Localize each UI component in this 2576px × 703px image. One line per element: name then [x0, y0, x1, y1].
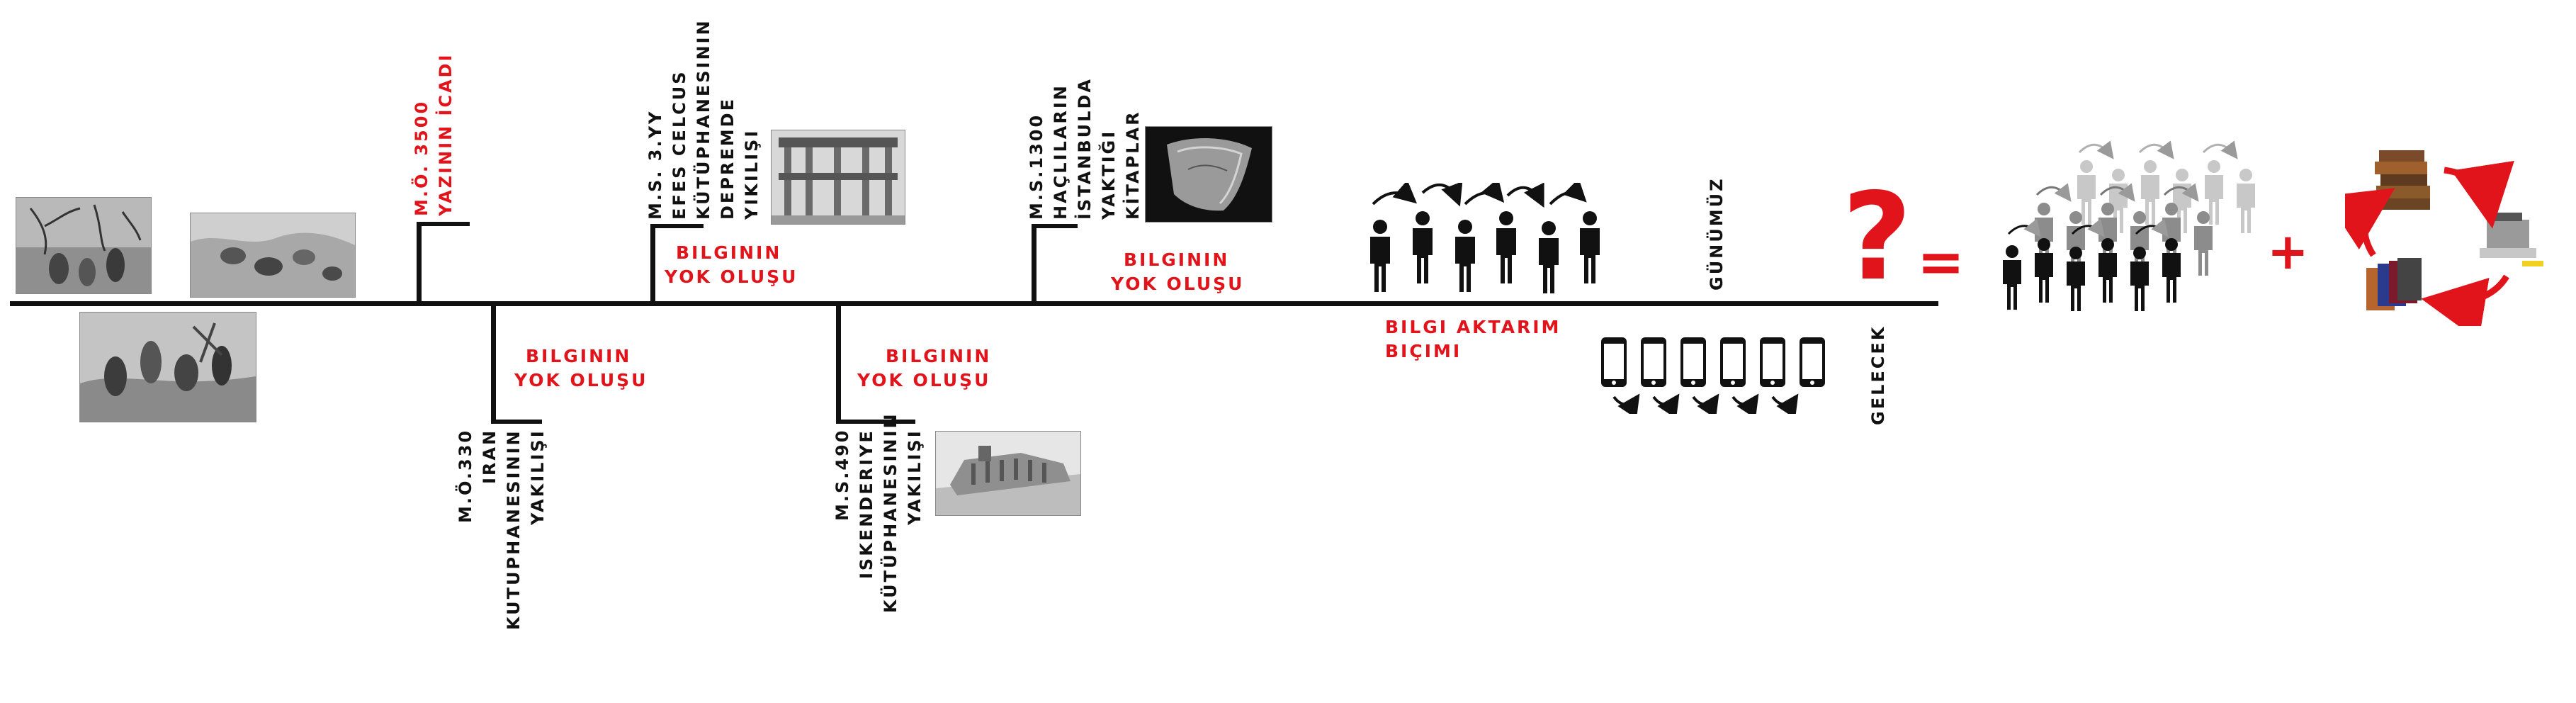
event-efes-label: M.S. 3.YY EFES CELCUS KÜTÜPHANESININ DEP…: [643, 6, 764, 220]
branch-hacli-stem: [1032, 224, 1036, 303]
arrow-icon: [1464, 178, 1505, 206]
smartphone-icon: [1760, 337, 1785, 387]
smartphone-icon: [1720, 337, 1746, 387]
branch-yazi-arm: [417, 222, 470, 226]
event-hacli-date: M.S.1300: [1027, 113, 1046, 220]
loss-label-4: BILGININ YOK OLUŞU: [1111, 248, 1244, 296]
printer-icon: [2480, 213, 2543, 266]
efes-library-photo: [771, 130, 905, 225]
prehistoric-photo-2: [190, 213, 356, 298]
crowd-future-group: [1994, 138, 2278, 315]
prehistoric-photo-1: [16, 197, 152, 294]
event-yazi-label: M.Ö. 3500 YAZININ İCADI: [409, 53, 458, 216]
timeline-axis: [10, 301, 1938, 306]
branch-efes-stem: [650, 224, 655, 303]
loss-label-1: BILGININ YOK OLUŞU: [514, 344, 648, 393]
gelecek-text: GELECEK: [1868, 325, 1888, 425]
branch-iran-arm: [491, 420, 542, 424]
burnt-book-photo: [1145, 126, 1272, 223]
colored-books-icon: [2366, 258, 2422, 310]
branch-hacli-arm: [1032, 224, 1078, 228]
loss-label-3: BILGININ YOK OLUŞU: [857, 344, 991, 393]
event-efes-line3: DEPREMDE: [718, 97, 738, 220]
event-hacli-line4: KİTAPLAR: [1123, 110, 1143, 220]
event-iskenderiye-line1: ISKENDERIYE: [857, 429, 876, 579]
event-iskenderiye-line3: YAKILIŞI: [905, 429, 925, 525]
plus-sign: +: [2267, 223, 2309, 281]
loss-label-2-line2: YOK OLUŞU: [665, 266, 798, 287]
event-iran-date: M.Ö.330: [456, 429, 475, 524]
gelecek-label: GELECEK: [1866, 312, 1890, 425]
equals-sign: =: [1917, 229, 1965, 295]
event-iran-line1: IRAN: [480, 429, 499, 485]
event-iran-line2: KUTUPHANESININ: [504, 429, 524, 630]
arrow-icon: [1652, 393, 1680, 419]
recycle-arrow-icon: [2444, 160, 2514, 229]
branch-iran-stem: [491, 303, 496, 424]
event-efes-line2: KÜTÜPHANESININ: [694, 18, 713, 220]
event-hacli-line1: HAÇLILARIN: [1051, 84, 1070, 220]
event-efes-line4: YIKILIŞI: [742, 128, 762, 220]
transfer-label-line2: BIÇIMI: [1385, 341, 1462, 361]
arrow-icon: [1549, 178, 1587, 206]
loss-label-2: BILGININ YOK OLUŞU: [665, 241, 798, 289]
book-cycle: [2324, 142, 2558, 341]
iskenderiye-library-photo: [935, 431, 1081, 516]
smartphone-icon: [1601, 337, 1627, 387]
person-icon: [1496, 211, 1516, 283]
branch-efes-arm: [650, 224, 704, 228]
arrow-icon: [1771, 393, 1799, 419]
event-hacli-label: M.S.1300 HAÇLILARIN İSTANBULDA YAKTIĞI K…: [1024, 64, 1145, 220]
transfer-label-line1: BILGI AKTARIM: [1385, 317, 1561, 337]
event-iran-line3: YAKILIŞI: [528, 429, 548, 525]
loss-label-2-line1: BILGININ: [676, 242, 782, 263]
smartphone-icon: [1680, 337, 1706, 387]
recycle-arrow-icon: [2421, 274, 2509, 341]
event-yazi-date: M.Ö. 3500: [412, 99, 431, 216]
arrow-icon: [1421, 181, 1463, 207]
gunumuz-label: GÜNÜMÜZ: [1705, 170, 1729, 291]
people-transfer-group: [1359, 178, 1628, 303]
recycle-arrow-icon: [2324, 188, 2395, 257]
person-icon: [1370, 220, 1390, 292]
event-iskenderiye-date: M.S.490: [832, 429, 852, 522]
person-icon: [1539, 221, 1559, 293]
person-icon: [1580, 211, 1600, 283]
loss-label-3-line2: YOK OLUŞU: [857, 370, 991, 390]
loss-label-1-line2: YOK OLUŞU: [514, 370, 648, 390]
event-hacli-line3: YAKTIĞI: [1099, 129, 1119, 220]
book-stack-icon: [2375, 150, 2430, 210]
arrow-icon: [1612, 393, 1640, 419]
branch-yazi-stem: [417, 222, 422, 304]
branch-iskenderiye-arm: [836, 420, 915, 424]
loss-label-3-line1: BILGININ: [886, 346, 992, 366]
smartphone-icon: [1800, 337, 1825, 387]
arrow-icon: [1692, 393, 1719, 419]
arrow-icon: [1372, 180, 1418, 206]
gunumuz-text: GÜNÜMÜZ: [1707, 176, 1727, 291]
prehistoric-photo-3: [79, 312, 256, 422]
arrow-icon: [1506, 182, 1544, 208]
person-icon: [1413, 211, 1433, 283]
event-efes-date: M.S. 3.YY: [645, 109, 665, 220]
event-yazi-title: YAZININ İCADI: [436, 52, 456, 216]
event-iskenderiye-line2: KÜTÜPHANESININ: [881, 412, 900, 613]
loss-label-4-line2: YOK OLUŞU: [1111, 274, 1245, 294]
phones-transfer-row: [1600, 336, 1826, 419]
smartphone-icon: [1641, 337, 1666, 387]
loss-label-4-line1: BILGININ: [1124, 249, 1230, 270]
event-efes-line1: EFES CELCUS: [670, 69, 689, 220]
event-iran-label: M.Ö.330 IRAN KUTUPHANESININ YAKILIŞI: [453, 429, 550, 641]
transfer-label: BILGI AKTARIM BIÇIMI: [1385, 315, 1561, 364]
person-icon: [1455, 220, 1475, 292]
event-iskenderiye-label: M.S.490 ISKENDERIYE KÜTÜPHANESININ YAKIL…: [830, 412, 927, 613]
loss-label-1-line1: BILGININ: [526, 346, 632, 366]
event-hacli-line2: İSTANBULDA: [1075, 77, 1095, 220]
question-mark: ?: [1842, 167, 1912, 308]
branch-iskenderiye-stem: [836, 303, 841, 424]
arrow-icon: [1732, 393, 1759, 419]
